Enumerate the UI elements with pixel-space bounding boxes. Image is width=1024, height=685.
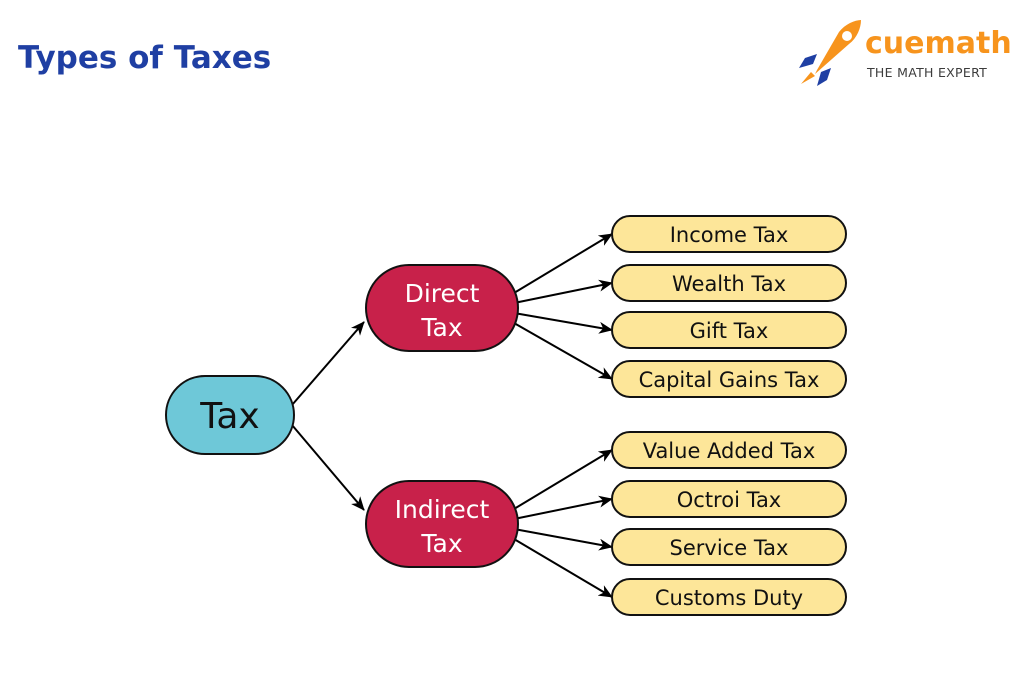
arrow-root-to-category-1: [291, 424, 365, 511]
node-leaf-shape: [611, 360, 847, 398]
arrow-category-1-to-leaf-0: [513, 449, 613, 510]
node-leaf: Service Tax: [611, 528, 847, 566]
arrow-category-1-to-leaf-1: [513, 495, 613, 520]
node-leaf-shape: [611, 215, 847, 253]
node-leaf: Wealth Tax: [611, 264, 847, 302]
node-leaf-label: Wealth Tax: [672, 272, 786, 296]
node-category-shape: [365, 264, 519, 352]
node-leaf-label: Gift Tax: [690, 319, 769, 343]
arrow-category-1-to-leaf-3: [513, 538, 613, 598]
node-leaf-label: Income Tax: [670, 223, 789, 247]
arrow-category-0-to-leaf-3: [513, 322, 613, 380]
node-leaf-shape: [611, 264, 847, 302]
arrow-category-0-to-leaf-2: [513, 312, 613, 334]
node-leaf-label: Service Tax: [670, 536, 789, 560]
rocket-icon: [799, 20, 861, 86]
node-leaf-shape: [611, 431, 847, 469]
node-leaf: Capital Gains Tax: [611, 360, 847, 398]
arrow-category-0-to-leaf-0: [513, 233, 613, 294]
node-leaf-label: Value Added Tax: [643, 439, 816, 463]
node-category-label-line: Direct: [405, 279, 480, 308]
node-root: Tax: [165, 375, 295, 455]
brand-tagline: THE MATH EXPERT: [867, 65, 988, 80]
node-leaf: Gift Tax: [611, 311, 847, 349]
brand-name: cuemath: [865, 26, 1012, 61]
node-category-label-line: Tax: [420, 313, 462, 342]
node-leaf-shape: [611, 578, 847, 616]
node-root-shape: [165, 375, 295, 455]
node-leaf-shape: [611, 528, 847, 566]
node-category-label-line: Tax: [420, 529, 462, 558]
node-leaf: Income Tax: [611, 215, 847, 253]
node-category-label-line: Indirect: [395, 495, 490, 524]
node-leaf: Value Added Tax: [611, 431, 847, 469]
connector-arrows: [291, 233, 613, 598]
arrow-category-1-to-leaf-2: [513, 528, 613, 551]
node-leaf-label: Customs Duty: [655, 586, 803, 610]
node-leaf-shape: [611, 311, 847, 349]
node-leaf-label: Capital Gains Tax: [639, 368, 820, 392]
page-title: Types of Taxes: [18, 40, 272, 76]
node-category-shape: [365, 480, 519, 568]
node-leaf: Octroi Tax: [611, 480, 847, 518]
node-leaf-label: Octroi Tax: [677, 488, 782, 512]
arrow-category-0-to-leaf-1: [513, 279, 613, 304]
node-root-label: Tax: [199, 396, 259, 437]
arrow-root-to-category-0: [291, 321, 365, 406]
node-leaf: Customs Duty: [611, 578, 847, 616]
cuemath-logo: cuemath THE MATH EXPERT: [795, 18, 1020, 90]
node-leaf-shape: [611, 480, 847, 518]
